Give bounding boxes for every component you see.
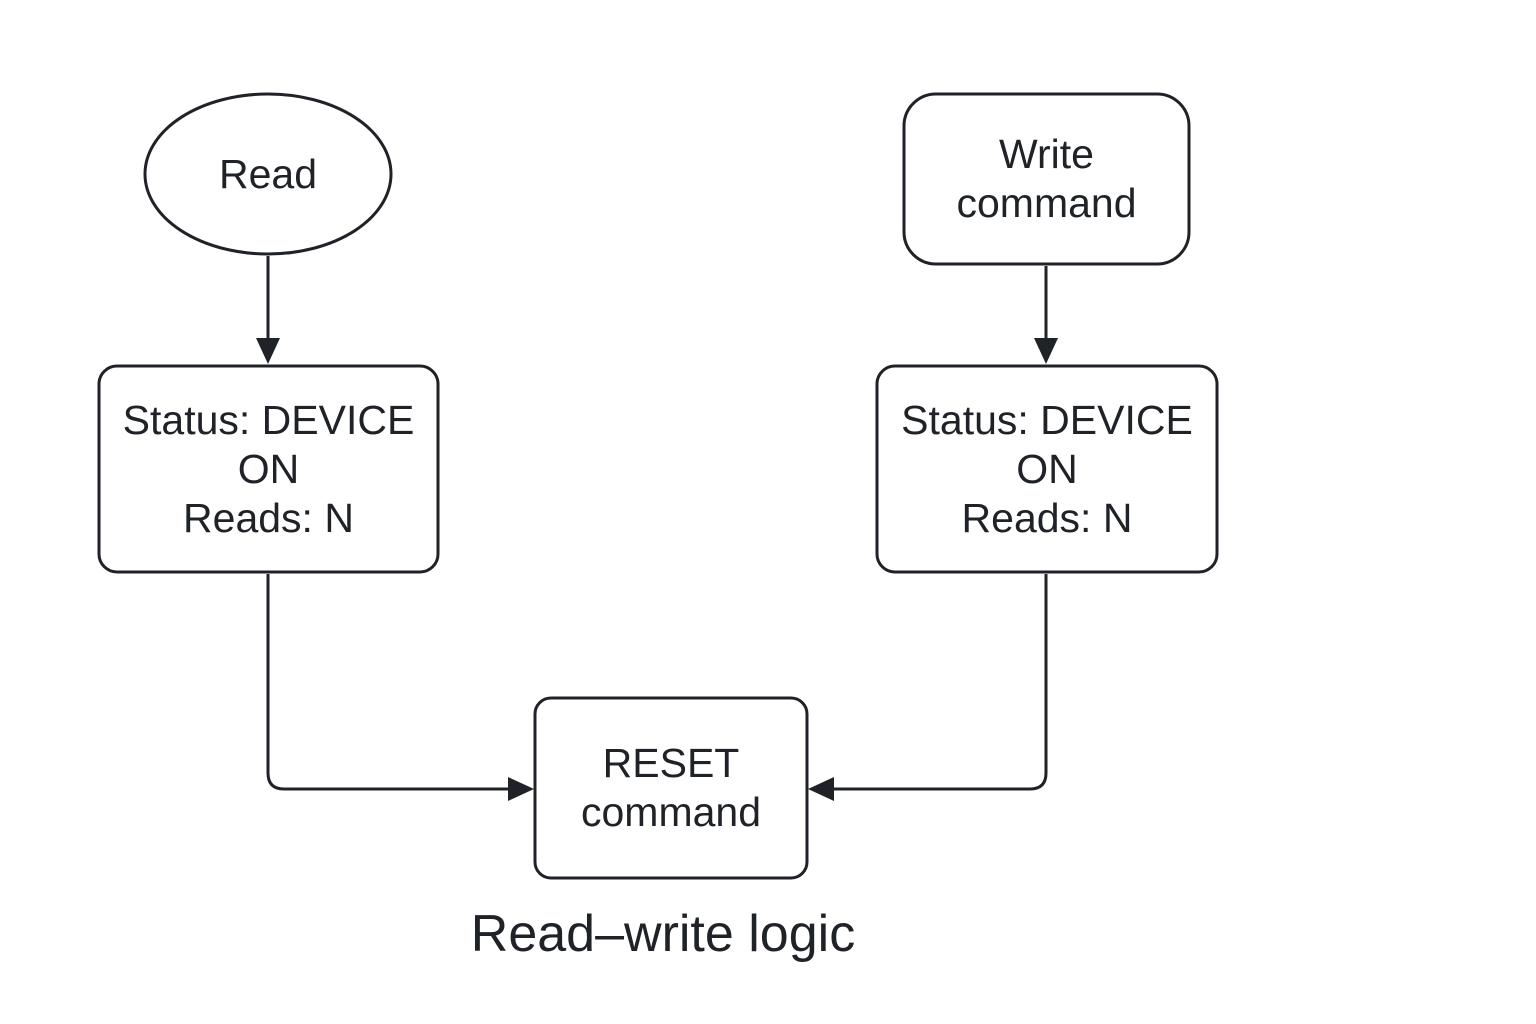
arrowhead-reset-left [508, 777, 534, 801]
status-right-node-shape [875, 364, 1219, 574]
read-node-label: Read [218, 150, 317, 197]
reset-command-node-shape [533, 696, 809, 880]
read-node: Read [145, 94, 391, 254]
arrowhead-status-left [256, 338, 280, 364]
reset-command-node: RESET command [535, 698, 807, 878]
reset-command-line-2: command [580, 789, 761, 835]
read-node-shape [143, 92, 393, 256]
edge-status-left-to-reset [266, 574, 510, 791]
edge-status-right-to-reset [832, 574, 1048, 791]
status-left-line-3: Reads: N [183, 494, 354, 541]
status-right-line-2: ON [1016, 445, 1078, 492]
status-left-line-1: Status: DEVICE [122, 396, 415, 443]
write-command-node: Write command [904, 94, 1189, 264]
status-right-line-3: Reads: N [961, 494, 1133, 541]
status-right-line-1: Status: DEVICE [901, 396, 1193, 443]
status-left-node-shape [97, 364, 440, 574]
write-command-line-1: Write [999, 131, 1094, 177]
status-left-line-2: ON [237, 445, 300, 492]
write-command-line-2: command [956, 180, 1137, 226]
status-left-node: Status: DEVICE ON Reads: N [99, 366, 438, 572]
status-right-node: Status: DEVICE ON Reads: N [877, 366, 1217, 572]
arrowhead-reset-right [808, 777, 834, 801]
reset-command-line-1: RESET [602, 740, 740, 786]
write-command-node-shape [902, 92, 1191, 266]
arrowhead-status-right [1034, 338, 1058, 364]
diagram-title: Read–write logic [470, 905, 856, 963]
